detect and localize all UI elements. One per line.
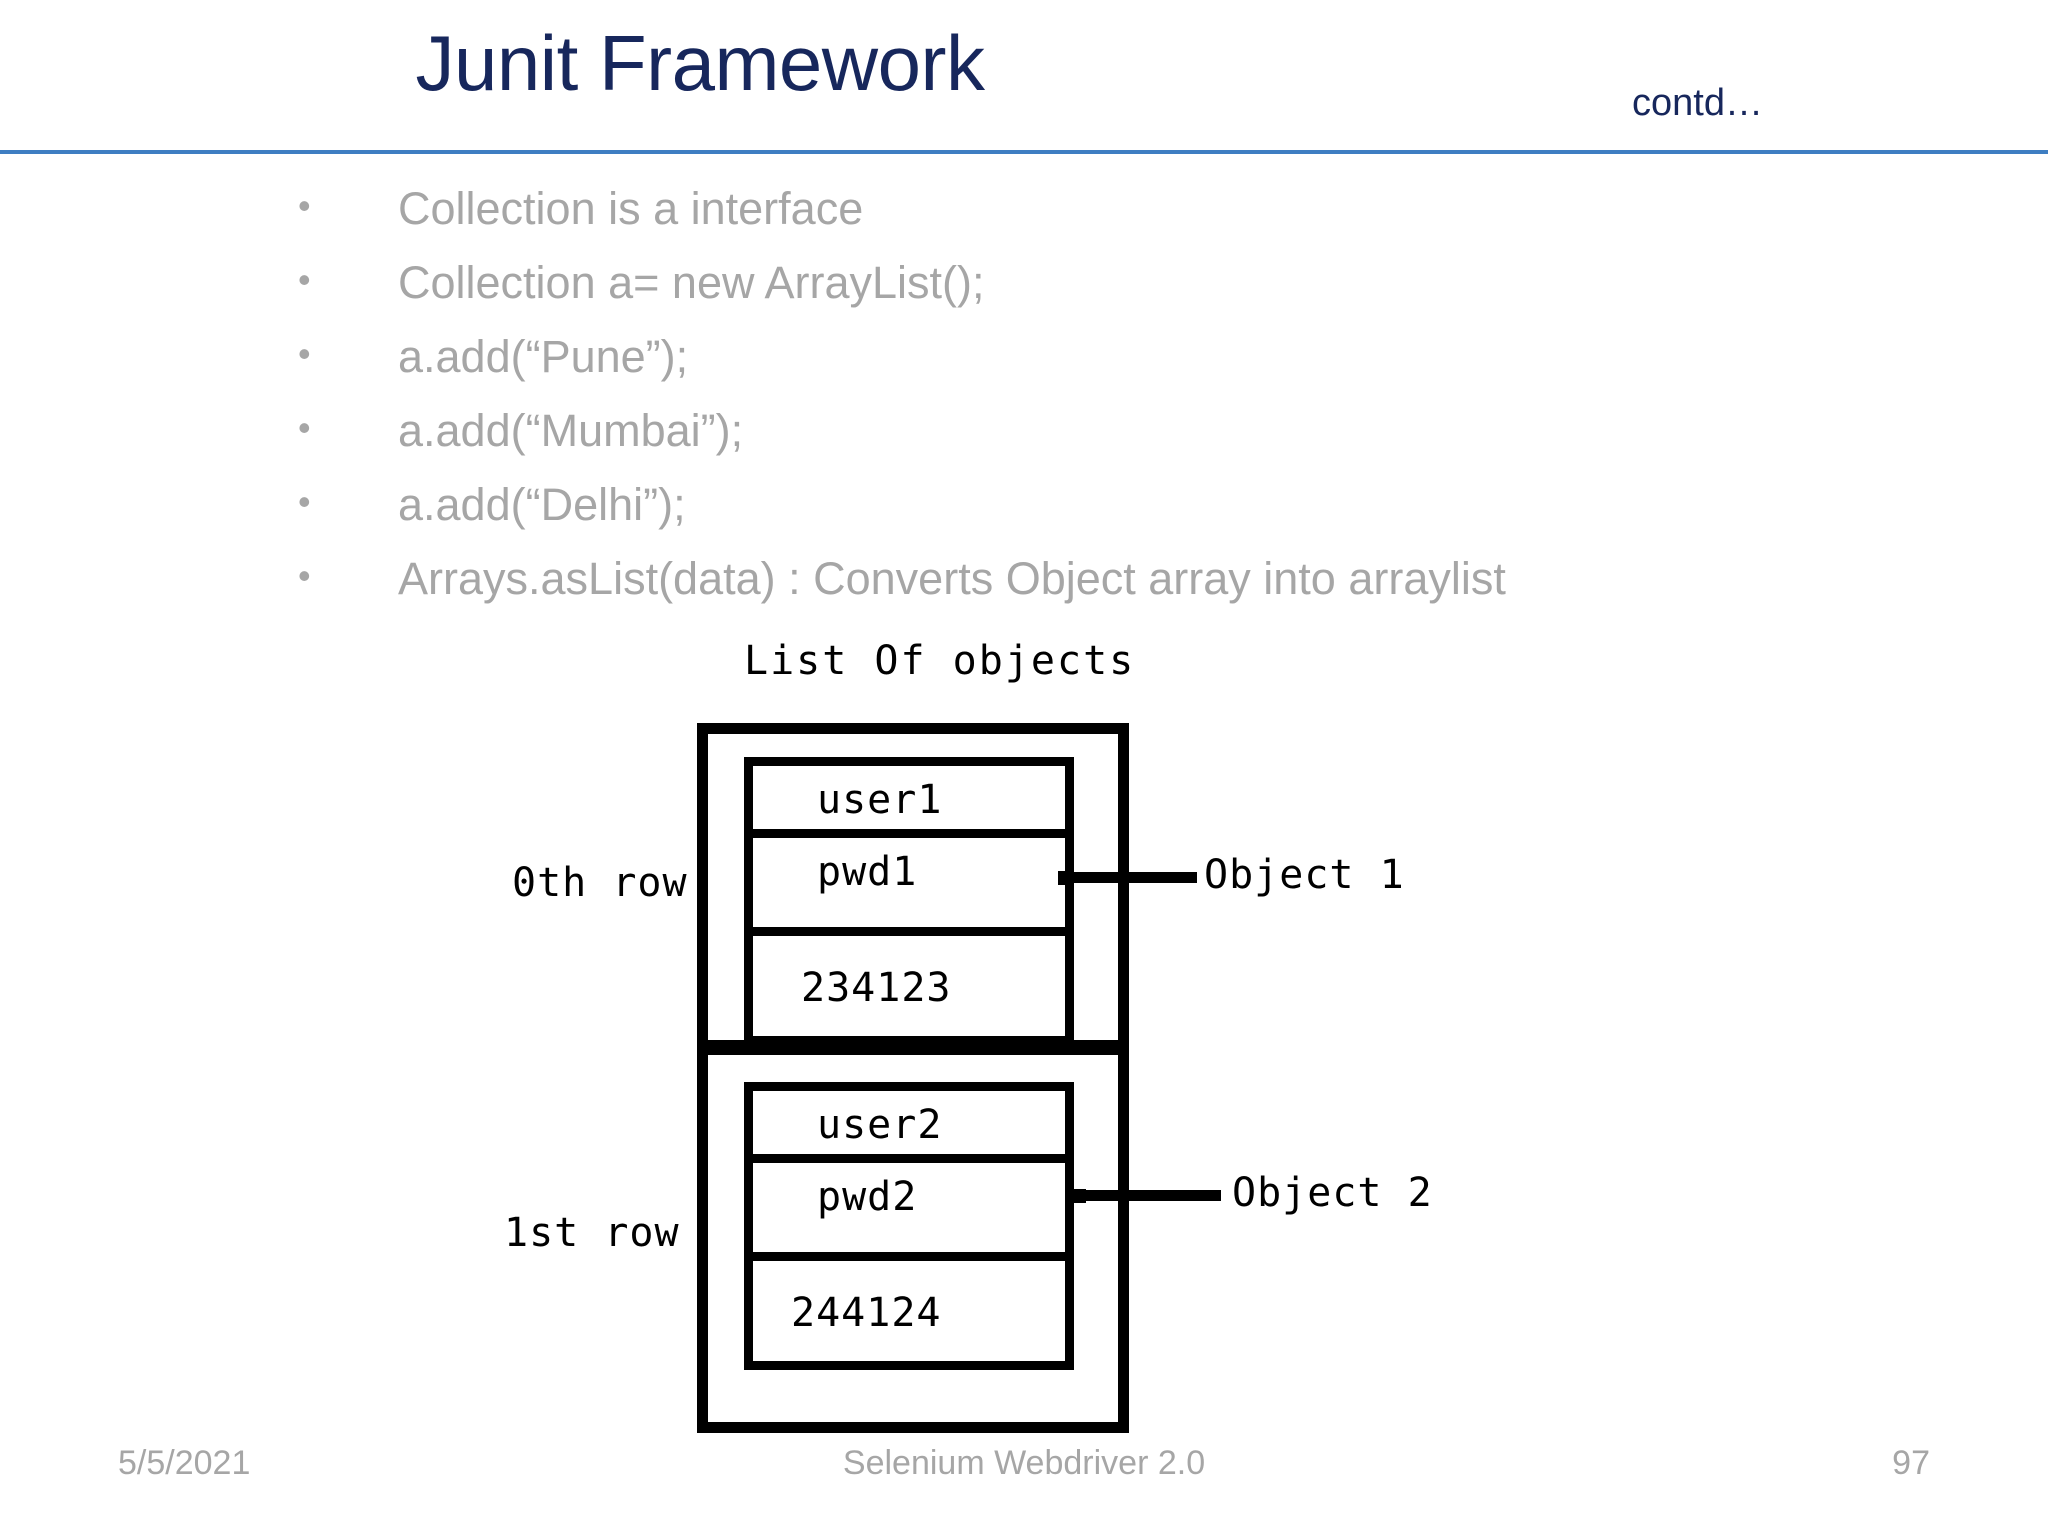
list-item-label: Arrays.asList(data) : Converts Object ar…	[398, 553, 1506, 604]
object-cell-label: user2	[817, 1102, 943, 1148]
bullet-icon: •	[298, 481, 311, 522]
connector-line-object-1	[1062, 872, 1197, 883]
slide-footer: 5/5/2021 Selenium Webdriver 2.0 97	[0, 1444, 2048, 1504]
list-item-label: Collection is a interface	[398, 183, 864, 234]
list-item-label: Collection a= new ArrayList();	[398, 257, 985, 308]
list-item-label: a.add(“Delhi”);	[398, 479, 686, 530]
row-label-0th-row: 0th row	[512, 860, 688, 906]
list-item: • a.add(“Delhi”);	[0, 472, 2048, 546]
list-item: • Arrays.asList(data) : Converts Object …	[0, 546, 2048, 620]
bullet-icon: •	[298, 407, 311, 448]
diagram-title: List Of objects	[744, 638, 1136, 684]
list-item: • Collection a= new ArrayList();	[0, 250, 2048, 324]
object-label-2: Object 2	[1232, 1170, 1433, 1216]
list-item-label: a.add(“Pune”);	[398, 331, 689, 382]
row-label-1st-row: 1st row	[504, 1210, 680, 1256]
object-cell-password: pwd2	[753, 1163, 1065, 1261]
object-cell-label: user1	[817, 777, 943, 823]
object-cell-password: pwd1	[753, 838, 1065, 936]
bullet-list: • Collection is a interface • Collection…	[0, 176, 2048, 620]
slide-header: Junit Framework contd…	[0, 0, 2048, 154]
object-cell-username: user2	[753, 1091, 1065, 1163]
header-divider-rule	[0, 150, 2048, 154]
object-cell-number: 234123	[753, 936, 1065, 1036]
object-cell-label: 244124	[791, 1290, 942, 1336]
page-title: Junit Framework	[415, 19, 985, 107]
bullet-icon: •	[298, 333, 311, 374]
title-continuation-label: contd…	[1632, 82, 1763, 124]
object-cell-label: pwd1	[817, 849, 918, 895]
object-label-1: Object 1	[1204, 852, 1405, 898]
footer-title: Selenium Webdriver 2.0	[842, 1444, 1206, 1482]
object-box-row-1: user2 pwd2 244124	[744, 1082, 1074, 1370]
object-cell-label: 234123	[801, 965, 952, 1011]
bullet-icon: •	[298, 185, 311, 226]
list-item: • a.add(“Mumbai”);	[0, 398, 2048, 472]
list-item: • a.add(“Pune”);	[0, 324, 2048, 398]
bullet-icon: •	[298, 555, 311, 596]
connector-line-object-2	[1075, 1190, 1221, 1201]
list-item: • Collection is a interface	[0, 176, 2048, 250]
footer-date: 5/5/2021	[118, 1444, 251, 1482]
object-box-row-0: user1 pwd1 234123	[744, 757, 1074, 1045]
list-item-label: a.add(“Mumbai”);	[398, 405, 744, 456]
object-cell-username: user1	[753, 766, 1065, 838]
bullet-icon: •	[298, 259, 311, 300]
footer-page-number: 97	[1892, 1444, 1930, 1482]
object-cell-number: 244124	[753, 1261, 1065, 1361]
object-cell-label: pwd2	[817, 1174, 918, 1220]
